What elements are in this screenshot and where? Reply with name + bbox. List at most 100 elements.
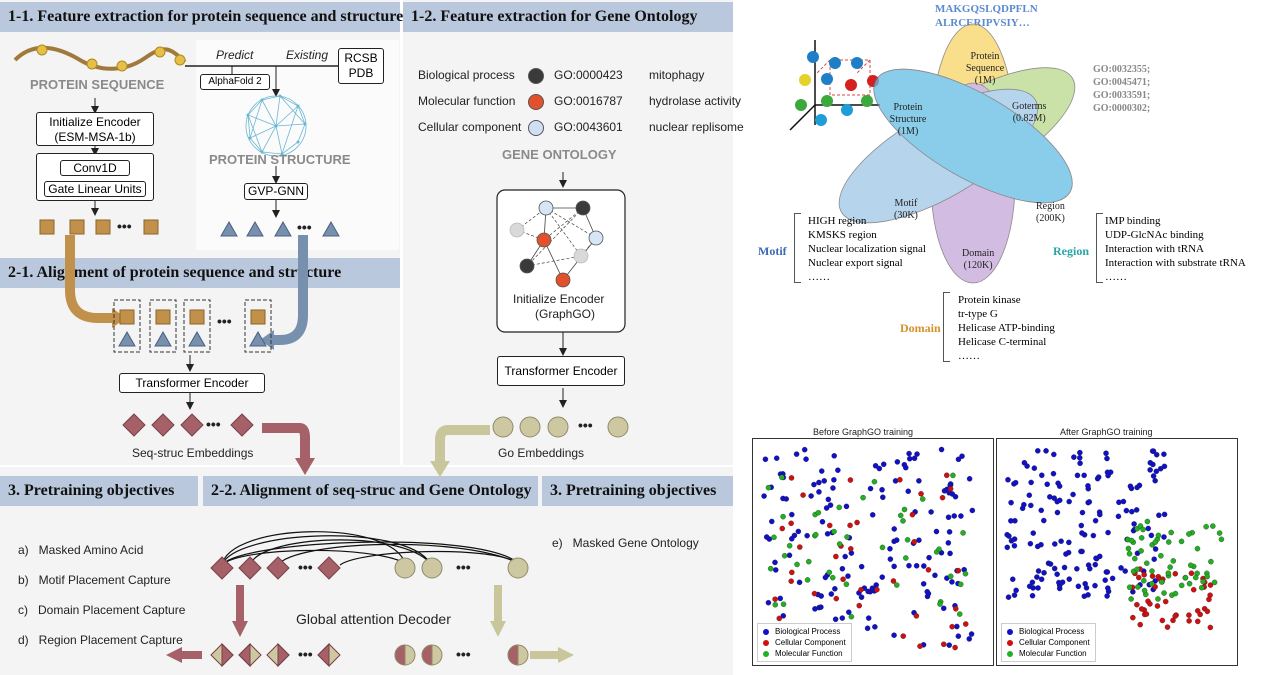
legend-marker	[763, 639, 769, 646]
amino-acid-beads	[36, 44, 186, 72]
go-row-term: nuclear replisome	[649, 120, 744, 134]
annotation-item: ……	[808, 271, 830, 283]
scatter-point	[843, 581, 850, 587]
scatter-point	[1039, 472, 1045, 479]
scatter-point	[1105, 472, 1111, 479]
scatter-point	[1158, 579, 1165, 585]
annotation-item: ……	[1105, 271, 1127, 283]
scatter-point	[951, 513, 957, 519]
scatter-point	[1004, 531, 1010, 538]
paired-feature-boxes	[113, 299, 272, 353]
scatter-point	[960, 530, 966, 536]
scatter-point	[1051, 451, 1057, 458]
go-row-label: Biological process	[418, 68, 515, 82]
scatter-point	[893, 537, 900, 543]
scatter-point	[1135, 584, 1141, 590]
scatter-point	[800, 492, 806, 498]
scatter-point	[1012, 479, 1019, 486]
header-1-2: 1-2. Feature extraction for Gene Ontolog…	[403, 2, 733, 32]
scatter-point	[909, 511, 916, 518]
scatter-point	[1148, 532, 1155, 539]
scatter-point	[874, 586, 880, 593]
decoder-ellipsis-2: •••	[456, 559, 471, 575]
objective-item: b) Motif Placement Capture	[18, 573, 171, 587]
scatter-point	[1147, 601, 1153, 607]
sequence-feature-squares	[39, 219, 159, 235]
scatter-point	[901, 506, 908, 513]
scatter-point	[1190, 586, 1197, 593]
scatter-point	[1052, 541, 1058, 547]
scatter-point	[1078, 548, 1084, 555]
scatter-point	[952, 644, 958, 651]
scatter-point	[1218, 536, 1225, 543]
scatter-point	[1158, 552, 1164, 559]
scatter-point	[925, 567, 932, 573]
scatter-point	[1050, 470, 1057, 477]
scatter-point	[969, 507, 976, 514]
scatter-point	[1145, 525, 1152, 532]
scatter-point	[869, 512, 876, 518]
scatter-point	[1071, 454, 1077, 460]
existing-label: Existing	[286, 48, 329, 62]
scatter-point	[1207, 624, 1214, 631]
scatter-point	[1051, 565, 1058, 572]
scatter-point	[1075, 583, 1082, 590]
scatter-point	[903, 464, 909, 471]
scatter-point	[1104, 569, 1111, 575]
scatter-point	[1198, 584, 1205, 591]
scatter-point	[1136, 574, 1142, 581]
scatter-point	[945, 540, 952, 546]
annotation-item: IMP binding	[1105, 215, 1161, 227]
scatter-point	[1035, 448, 1041, 454]
scatter-point	[1132, 555, 1138, 562]
legend-entry: Cellular Component	[1007, 637, 1090, 648]
legend-entry: Cellular Component	[763, 637, 846, 648]
scatter-point	[865, 588, 871, 595]
go-id: GO:0000302;	[1093, 103, 1151, 114]
pdb-label: PDB	[348, 66, 374, 80]
scatter-point	[1178, 538, 1185, 545]
scatter-point	[1102, 577, 1108, 583]
scatter-point	[773, 567, 779, 573]
scatter-point	[865, 615, 872, 621]
scatter-point	[924, 588, 930, 595]
petal-structure: Protein Structure(1M)	[889, 102, 927, 137]
scatter-point	[766, 536, 773, 542]
scatter-point	[1172, 613, 1178, 619]
scatter-point	[1200, 578, 1206, 585]
scatter-point	[1188, 570, 1195, 577]
scatter-point	[827, 502, 834, 508]
sequence-text-2: ALRCERIPVSIY…	[935, 17, 1030, 29]
scatter-point	[769, 518, 775, 525]
alignment-ellipsis: •••	[217, 313, 232, 329]
scatter-point	[832, 586, 838, 592]
scatter-point	[943, 472, 950, 479]
scatter-point	[1074, 472, 1081, 479]
scatter-point	[1105, 529, 1111, 536]
scatter-point	[1041, 570, 1047, 576]
seq-struc-diamonds	[122, 413, 254, 437]
predict-label: Predict	[216, 48, 254, 62]
scatter-point	[1077, 460, 1083, 467]
scatter-point	[887, 546, 893, 552]
scatter-point	[872, 463, 879, 469]
scatter-point	[891, 526, 897, 532]
annotation-item: Nuclear localization signal	[808, 243, 926, 255]
scatter-point	[1126, 584, 1133, 590]
scatter-point	[1066, 498, 1072, 505]
scatter-point	[1005, 476, 1011, 483]
go-row-dot	[528, 94, 544, 110]
scatter-point	[955, 633, 962, 639]
scatter-point	[894, 459, 901, 465]
scatter-point	[880, 461, 887, 468]
scatter-point	[795, 528, 802, 535]
go-row-id: GO:0043601	[554, 120, 623, 134]
scatter-point	[822, 574, 829, 581]
scatter-point	[1012, 518, 1018, 524]
scatter-point	[1161, 463, 1168, 470]
scatter-point	[959, 453, 965, 459]
objective-item: e) Masked Gene Ontology	[552, 536, 699, 550]
scatter-point	[823, 505, 830, 511]
